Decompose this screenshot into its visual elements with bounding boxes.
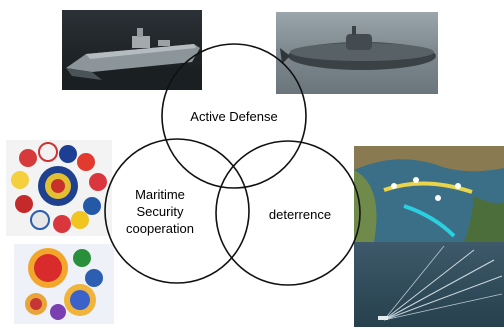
sea-map-illustration xyxy=(354,146,504,242)
submarine-image xyxy=(276,12,438,94)
maritime-security-label-line-3: cooperation xyxy=(126,221,194,236)
warship-image xyxy=(62,10,202,90)
flag-balls-illustration xyxy=(11,142,107,233)
active-defense-label: Active Defense xyxy=(190,109,277,124)
gear-flags-image xyxy=(14,244,114,324)
deterrence-circle xyxy=(215,140,361,286)
flag-balls-image xyxy=(6,140,112,236)
submarine-illustration xyxy=(280,26,436,70)
ocean-wakes-illustration xyxy=(378,245,503,321)
maritime-security-label-line-1: Maritime xyxy=(135,187,185,202)
maritime-security-label-line-2: Security xyxy=(137,204,184,219)
ocean-wakes-image xyxy=(354,242,504,327)
active-defense-circle xyxy=(161,43,307,189)
warship-illustration xyxy=(62,28,202,90)
deterrence-label: deterrence xyxy=(269,207,331,222)
maritime-security-circle xyxy=(104,138,250,284)
sea-map-image xyxy=(354,146,504,242)
gear-flags-illustration xyxy=(25,248,103,320)
